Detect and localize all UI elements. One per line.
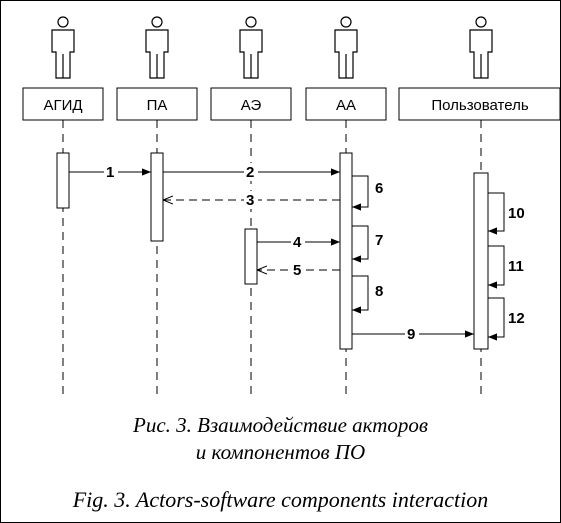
actor-icons [51, 16, 493, 79]
actor-label-pa: ПА [147, 97, 168, 114]
message-11-arrow [488, 245, 505, 289]
message-12-arrow [488, 297, 505, 341]
activation-user [473, 172, 489, 350]
actor-label-user: Пользователь [431, 97, 529, 114]
actor-label-ae: АЭ [241, 97, 262, 114]
activation-pa [150, 152, 164, 242]
message-7-arrow [352, 225, 369, 263]
actor-agid-icon [51, 16, 75, 79]
message-8-arrow [352, 275, 369, 314]
message-1-number: 1 [106, 164, 114, 181]
message-3-number: 3 [246, 192, 254, 209]
activation-agid [56, 152, 70, 209]
actor-label-agid: АГИД [43, 97, 82, 114]
actor-agid-box [22, 87, 104, 121]
sequence-diagram: АГИД ПА АЭ АА Пользователь 1 [22, 16, 561, 395]
message-9-number: 9 [407, 326, 415, 343]
message-12-number: 12 [508, 310, 525, 327]
actor-aa-box [305, 87, 387, 121]
message-5-number: 5 [293, 262, 301, 279]
actor-pa-box [116, 87, 198, 121]
actor-ae-box [210, 87, 292, 121]
caption-ru-line2: и компонентов ПО [195, 440, 366, 464]
caption-en: Fig. 3. Actors-software components inter… [72, 487, 489, 512]
message-7-number: 7 [375, 232, 383, 249]
actor-pa-icon [145, 16, 169, 79]
message-2-number: 2 [246, 164, 254, 181]
message-label-backgrounds [104, 163, 419, 343]
message-10-number: 10 [508, 205, 525, 222]
message-4-number: 4 [293, 234, 302, 251]
actor-boxes [22, 87, 561, 121]
actor-user-icon [469, 16, 493, 79]
message-10-arrow [488, 192, 505, 235]
message-arrows [69, 168, 505, 341]
message-6-number: 6 [375, 180, 383, 197]
message-numbers: 1 2 3 4 5 6 7 8 9 10 11 12 [106, 164, 525, 343]
actor-label-aa: АА [336, 97, 356, 114]
actor-user-box [398, 87, 561, 121]
actor-aa-icon [334, 16, 358, 79]
lifelines [62, 120, 482, 395]
activation-aa [339, 152, 353, 350]
activation-ae [244, 228, 258, 285]
message-11-number: 11 [508, 258, 524, 275]
message-6-arrow [352, 175, 369, 211]
actor-ae-icon [239, 16, 263, 79]
actor-labels: АГИД ПА АЭ АА Пользователь [43, 97, 528, 114]
message-8-number: 8 [375, 283, 383, 300]
caption-ru-line1: Рис. 3. Взаимодействие акторов [133, 413, 428, 437]
activation-bars [56, 152, 489, 350]
